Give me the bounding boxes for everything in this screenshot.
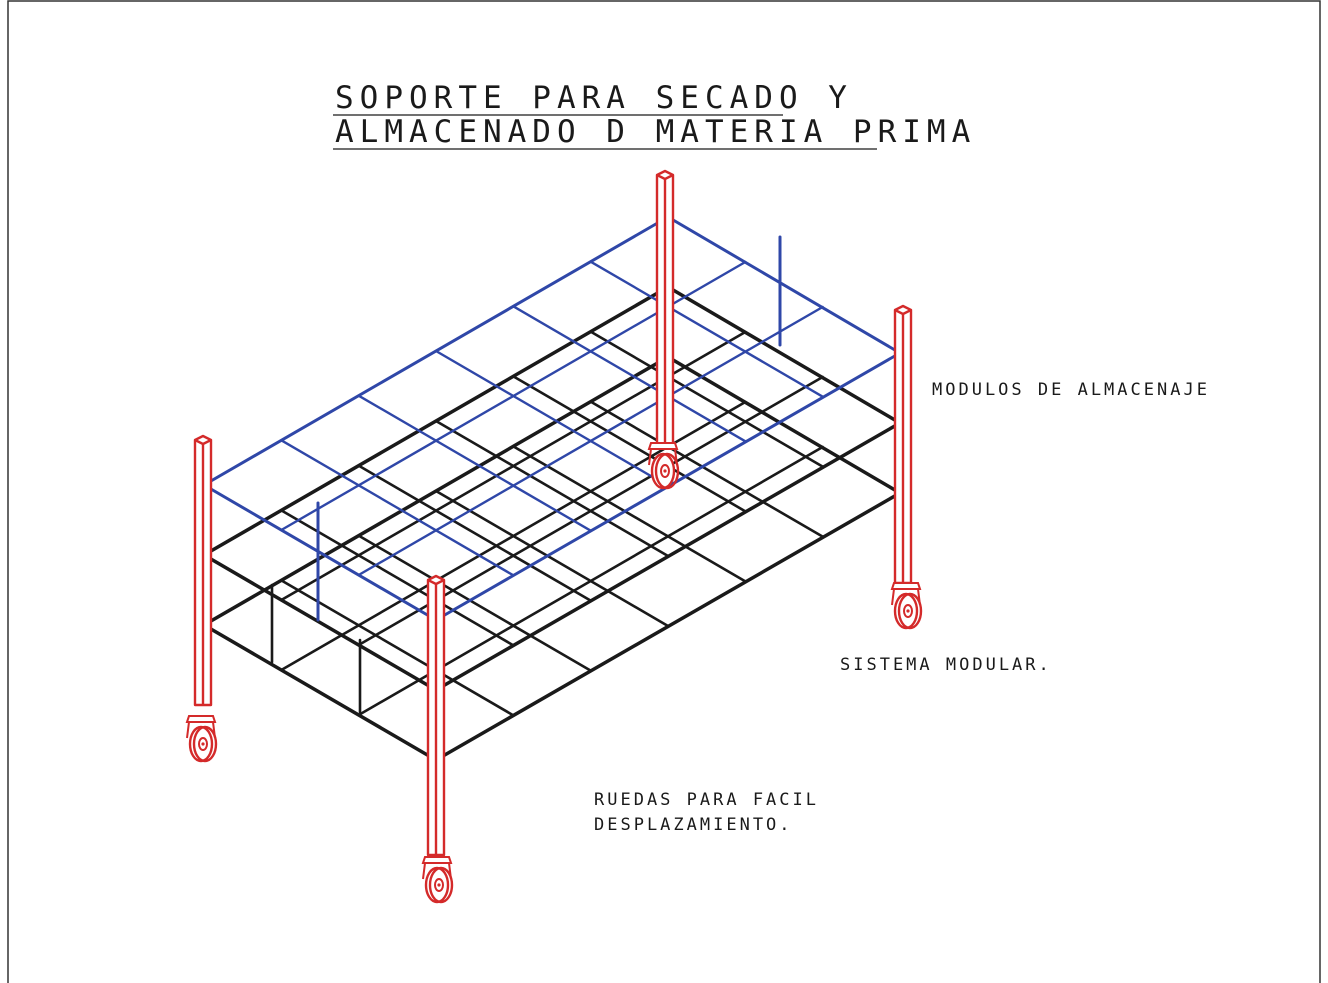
- grid-bar: [434, 349, 670, 488]
- label-modular-system: SISTEMA MODULAR.: [840, 655, 1052, 675]
- grid-bar: [589, 260, 824, 398]
- grid-bar: [280, 509, 515, 647]
- sheet-border: [7, 0, 1321, 983]
- grid-bar: [434, 419, 670, 558]
- grid-bar: [589, 330, 824, 468]
- shelf-frame: [202, 285, 902, 762]
- grid-bar: [512, 375, 747, 513]
- label-wheels-line-2: DESPLAZAMIENTO.: [594, 815, 793, 835]
- grid-bar: [357, 305, 824, 577]
- caster-wheel-icon: [185, 714, 218, 763]
- grid-bar: [357, 394, 592, 532]
- grid-bar: [589, 400, 824, 538]
- title-line-1: SOPORTE PARA SECADO Y: [335, 80, 853, 116]
- grid-bar: [280, 260, 747, 532]
- label-wheels-line-1: RUEDAS PARA FACIL: [594, 790, 819, 810]
- grid-bar: [280, 439, 515, 577]
- grid-bar: [280, 330, 747, 602]
- post-right: [893, 304, 913, 585]
- post-front: [426, 574, 446, 857]
- grid-bar: [280, 579, 515, 717]
- shelf-dividers: [270, 583, 362, 714]
- caster-wheel-icon: [647, 441, 680, 490]
- title-line-2: ALMACENADO D MATERIA PRIMA: [335, 114, 976, 150]
- drawing-title: SOPORTE PARA SECADO Y ALMACENADO D MATER…: [333, 80, 976, 150]
- annotations: MODULOS DE ALMACENAJE SISTEMA MODULAR. R…: [594, 380, 1210, 835]
- caster-wheel-icon: [890, 581, 923, 630]
- support-posts: [193, 169, 913, 857]
- post-front-left: [193, 434, 213, 707]
- post-back: [655, 169, 675, 447]
- grid-bar: [357, 534, 592, 672]
- grid-bar: [512, 305, 747, 443]
- storage-module-grid: [280, 260, 824, 577]
- caster-wheel-icon: [421, 855, 454, 904]
- grid-bar: [357, 464, 592, 602]
- label-storage-modules: MODULOS DE ALMACENAJE: [932, 380, 1210, 400]
- grid-bar: [512, 445, 747, 583]
- grid-bar: [434, 489, 670, 628]
